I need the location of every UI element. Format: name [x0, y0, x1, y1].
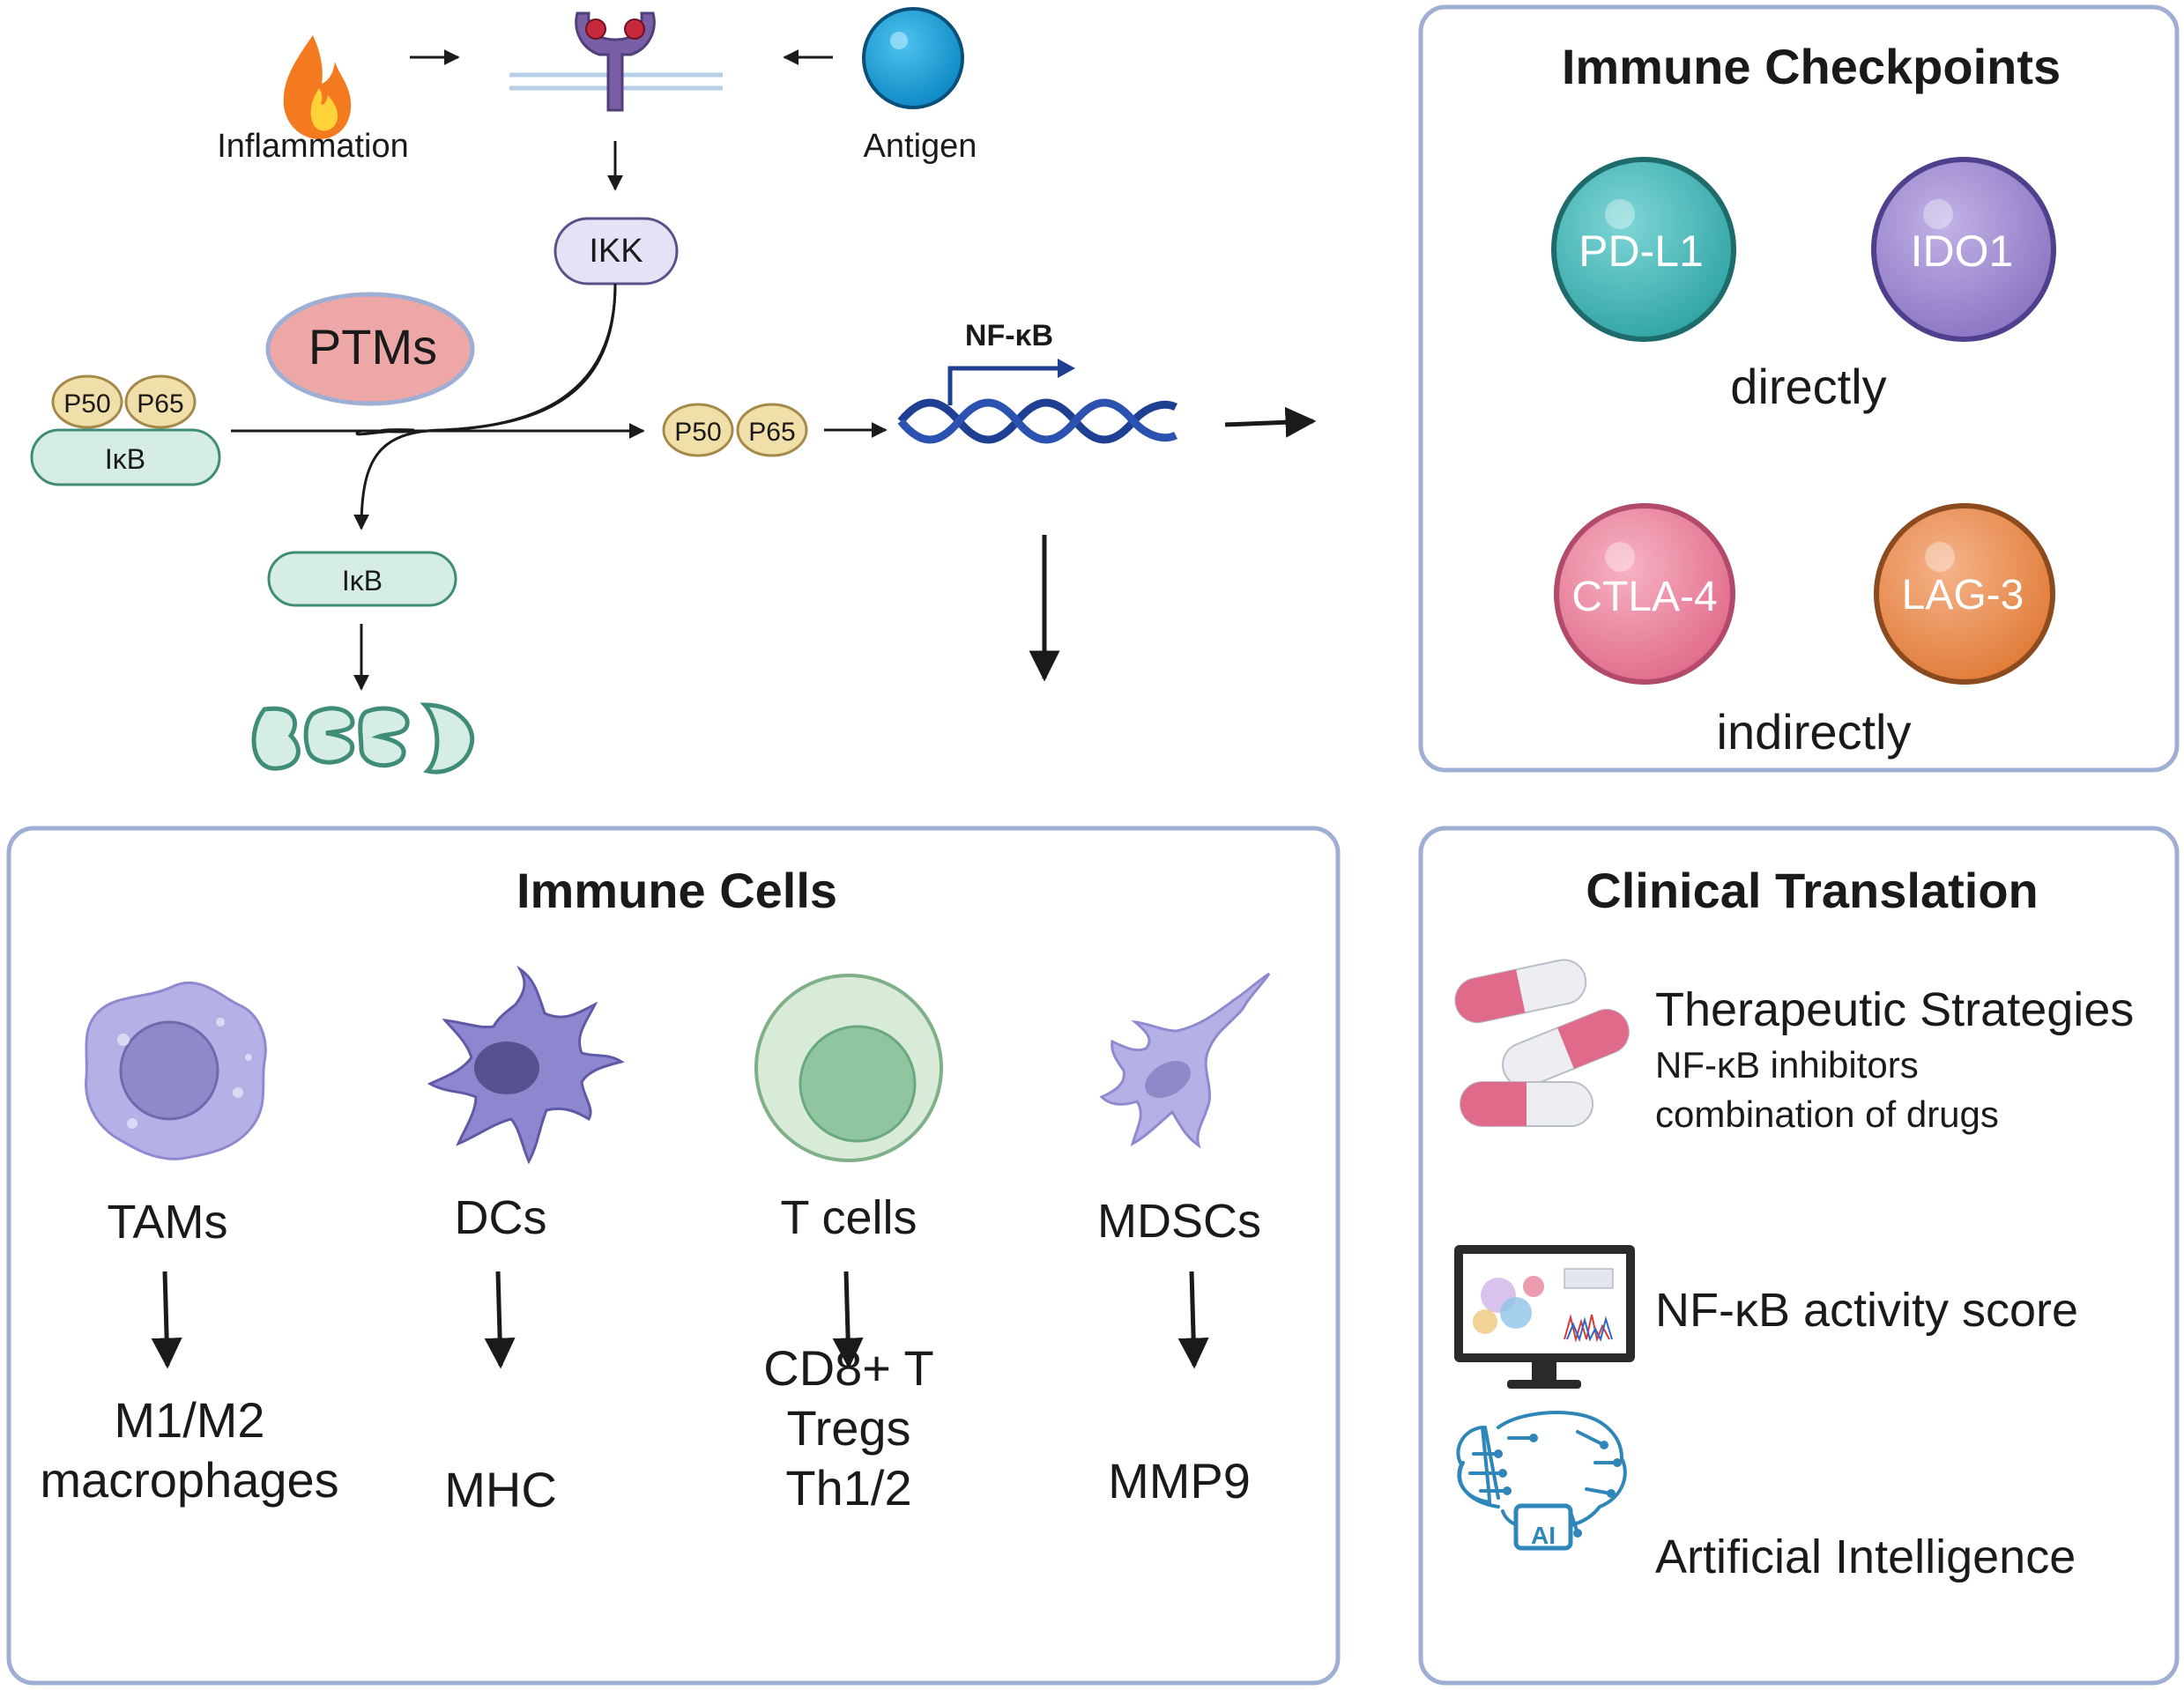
- strategies-item-combination: combination of drugs: [1655, 1093, 1999, 1135]
- cell-outcome-3-0: MMP9: [1108, 1453, 1251, 1508]
- checkpoint-ctla4: CTLA-4: [1554, 503, 1735, 685]
- cell-arrow-0: [151, 1271, 182, 1369]
- cell-outcome-2-1: Tregs: [786, 1400, 910, 1456]
- ikb-label: IκB: [105, 443, 145, 475]
- ikk-label: IKK: [589, 233, 643, 270]
- immune-checkpoints-panel: Immune Checkpoints PD-L1 IDO1 directly C…: [1418, 4, 2180, 773]
- lag3-label: LAG-3: [1902, 572, 2024, 619]
- pdl1-label: PD-L1: [1579, 226, 1704, 276]
- to-checkpoints-arrow: [1224, 406, 1317, 438]
- checkpoint-pdl1: PD-L1: [1551, 157, 1736, 342]
- ctla4-label: CTLA-4: [1571, 574, 1717, 620]
- monitor-icon: [1454, 1245, 1635, 1389]
- dna-helix-icon: [897, 359, 1178, 444]
- checkpoint-ido1: IDO1: [1871, 157, 2056, 342]
- ai-label: Artificial Intelligence: [1655, 1531, 2076, 1583]
- receptor-icon: [509, 11, 723, 112]
- cell-label-0: TAMs: [108, 1196, 228, 1249]
- inflammation-label: Inflammation: [217, 128, 409, 165]
- cell-outcome-0-1: macrophages: [40, 1452, 338, 1508]
- cell-arrow-1: [484, 1271, 516, 1369]
- ido1-sphere: [1871, 157, 2056, 342]
- cell-outcome-1-0: MHC: [444, 1462, 557, 1517]
- free-nfkb-dimer: P50 P65: [662, 403, 808, 457]
- free-p65: [736, 403, 808, 457]
- flame-icon: [283, 35, 352, 139]
- directly-label: directly: [1730, 359, 1886, 414]
- released-ikb-label: IκB: [342, 565, 383, 597]
- ctla4-sphere: [1554, 503, 1735, 685]
- mdsc-icon: [1099, 972, 1271, 1149]
- ikb-release-arrow: [353, 428, 442, 530]
- ikb-pill: [30, 428, 221, 486]
- capsules-icon: [1454, 959, 1630, 1127]
- ptms-ellipse: [265, 292, 475, 406]
- p50-subunit: [51, 374, 123, 429]
- p65-subunit: [124, 374, 197, 429]
- cell-label-1: DCs: [455, 1191, 547, 1244]
- antigen-label: Antigen: [864, 128, 977, 165]
- strategies-label: Therapeutic Strategies: [1655, 983, 2134, 1036]
- indirectly-label: indirectly: [1717, 704, 1912, 760]
- immune-cells-title: Immune Cells: [516, 863, 837, 918]
- ptms-label: PTMs: [308, 319, 437, 374]
- nfkb-ikb-complex: IκB P50 P65: [30, 374, 221, 486]
- free-p65-label: P65: [748, 418, 795, 447]
- free-p50-label: P50: [674, 418, 721, 447]
- antigen-icon: [862, 7, 964, 109]
- ikk-curve: [355, 283, 617, 436]
- t-cell-icon: [754, 974, 943, 1162]
- cell-outcome-2-0: CD8+ T: [763, 1340, 933, 1396]
- cell-label-3: MDSCs: [1097, 1195, 1261, 1248]
- ai-chip-label: AI: [1531, 1522, 1556, 1549]
- degraded-ikb-fragments-icon: [251, 702, 475, 775]
- tam-macrophage-icon: [85, 981, 267, 1160]
- free-p50: [662, 403, 734, 457]
- activity-score-label: NF-κB activity score: [1655, 1284, 2078, 1337]
- p65-label: P65: [137, 389, 183, 419]
- cell-label-2: T cells: [780, 1191, 917, 1244]
- cell-arrow-2: [832, 1271, 864, 1369]
- ai-processor-chip: AI: [1513, 1503, 1573, 1551]
- released-ikb-pill: [267, 551, 457, 607]
- cell-arrow-3: [1177, 1271, 1209, 1369]
- pdl1-sphere: [1551, 157, 1736, 342]
- clinical-translation-panel: Clinical Translation Therapeutic Strateg…: [1418, 826, 2180, 1686]
- p50-label: P50: [63, 389, 110, 419]
- nfkb-pathway: Inflammation Antigen IKK PTMs IκB P50: [30, 7, 1317, 775]
- ido1-label: IDO1: [1911, 226, 2014, 276]
- dendritic-cell-icon: [427, 965, 625, 1165]
- checkpoint-lag3: LAG-3: [1874, 503, 2055, 685]
- lag3-sphere: [1874, 503, 2055, 685]
- strategies-item-inhibitors: NF-κB inhibitors: [1655, 1044, 1919, 1086]
- clinical-title: Clinical Translation: [1586, 863, 2038, 918]
- nfkb-label: NF-κB: [965, 319, 1053, 352]
- checkpoints-title: Immune Checkpoints: [1562, 39, 2061, 94]
- cell-outcome-0-0: M1/M2: [114, 1392, 264, 1448]
- immune-cells-frame: [6, 826, 1341, 1686]
- cell-outcome-2-2: Th1/2: [785, 1460, 911, 1516]
